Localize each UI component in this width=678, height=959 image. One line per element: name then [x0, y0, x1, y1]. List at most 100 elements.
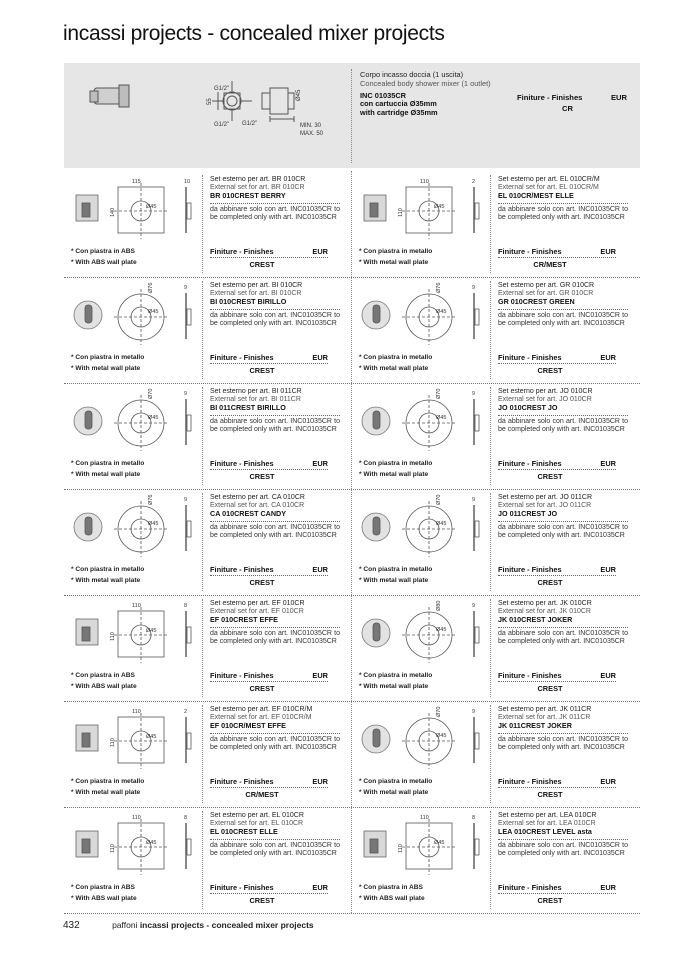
dimension-label: 110: [110, 632, 116, 641]
dimension-label: 9: [472, 497, 475, 503]
finishes-currency: EUR: [600, 565, 616, 574]
hero-dim-height: 55: [207, 98, 213, 105]
description-it: Set esterno per art. JK 011CR: [498, 706, 592, 713]
wall-plate-en: * With metal wall plate: [71, 576, 141, 584]
description-en: External set for art. EL 010CR/M: [498, 184, 599, 192]
page-title: incassi projects - concealed mixer proje…: [63, 22, 445, 45]
product-photo: [75, 724, 99, 752]
page-footer: 432 paffoni incassi projects - concealed…: [63, 920, 314, 931]
description-it: Set esterno per art. JO 011CR: [498, 494, 593, 501]
row-divider: [64, 489, 640, 490]
product-photo: [363, 830, 387, 858]
wall-plate-en: * With metal wall plate: [359, 682, 429, 690]
hero-info: Corpo incasso doccia (1 uscita) Conceale…: [360, 70, 491, 118]
wall-plate-en: * With metal wall plate: [71, 788, 141, 796]
finishes-currency: EUR: [312, 883, 328, 892]
row-divider: [64, 595, 640, 596]
dimension-label: 110: [420, 815, 429, 821]
description-en: External set for art. BR 010CR: [210, 184, 305, 192]
finishes-label: Finiture - Finishes: [498, 353, 562, 362]
dimension-label: 110: [420, 179, 429, 185]
product-photo: [361, 724, 391, 754]
product-photo: [73, 406, 103, 436]
wall-plate-it: * Con piastra in metallo: [71, 566, 145, 573]
finishes-currency: EUR: [312, 247, 328, 256]
finishes-value: CREST: [537, 366, 563, 375]
dimension-label: 9: [472, 391, 475, 397]
finishes-currency: EUR: [312, 353, 328, 362]
compatibility-note: da abbinare solo con art. INC01035CR to …: [498, 205, 628, 221]
wall-plate-note: * Con piastra in metallo* With metal wal…: [71, 353, 144, 374]
finishes-label: Finiture - Finishes: [498, 777, 562, 786]
dimension-label: 110: [132, 815, 141, 821]
dimension-label: Ø70: [436, 495, 442, 505]
dimension-label: 9: [472, 285, 475, 291]
hero-desc-it: Corpo incasso doccia (1 uscita): [360, 70, 464, 79]
dimension-label: 9: [184, 391, 187, 397]
wall-plate-note: * Con piastra in ABS* With ABS wall plat…: [71, 671, 137, 692]
product-code: LEA 010CREST LEVEL asta: [498, 828, 628, 840]
hero-code: INC 01035CR: [360, 90, 407, 100]
compatibility-note: da abbinare solo con art. INC01035CR to …: [210, 523, 340, 539]
compatibility-note: da abbinare solo con art. INC01035CR to …: [498, 735, 628, 751]
dimension-label: 110: [132, 709, 141, 715]
finishes-currency: EUR: [600, 459, 616, 468]
description-it: Set esterno per art. CA 010CR: [210, 494, 305, 501]
wall-plate-note: * Con piastra in metallo* With metal wal…: [359, 353, 432, 374]
wall-plate-en: * With metal wall plate: [359, 364, 429, 372]
finishes-value: CREST: [249, 472, 275, 481]
dimension-label: 2: [472, 179, 475, 185]
dimension-label: Ø45: [146, 204, 156, 210]
compatibility-note: da abbinare solo con art. INC01035CR to …: [210, 841, 340, 857]
row-divider: [64, 383, 640, 384]
finishes-label: Finiture - Finishes: [210, 777, 274, 786]
finishes-value: CREST: [537, 684, 563, 693]
page-number: 432: [63, 920, 80, 931]
wall-plate-en: * With metal wall plate: [71, 470, 141, 478]
finishes-currency: EUR: [600, 777, 616, 786]
dimension-label: Ø45: [146, 840, 156, 846]
hero-desc-en: Concealed body shower mixer (1 outlet): [360, 78, 491, 88]
product-code: JK 010CREST JOKER: [498, 616, 628, 628]
finishes-label: Finiture - Finishes: [210, 247, 274, 256]
dimension-label: Ø45: [146, 628, 156, 634]
wall-plate-it: * Con piastra in ABS: [359, 884, 423, 891]
dimension-label: 8: [472, 815, 475, 821]
finishes-currency: EUR: [312, 777, 328, 786]
finishes-label: Finiture - Finishes: [210, 671, 274, 680]
hero-dim-diameter: Ø45: [296, 89, 302, 101]
finishes-header: Finiture - Finishes EUR: [210, 777, 328, 788]
wall-plate-note: * Con piastra in metallo * With metal wal…: [71, 565, 144, 586]
description-it: Set esterno per art. LEA 010CR: [498, 812, 597, 819]
wall-plate-en: * With ABS wall plate: [71, 894, 137, 902]
hero-dim-max: MAX. 50: [300, 131, 324, 137]
finishes-currency: EUR: [600, 247, 616, 256]
wall-plate-it: * Con piastra in metallo: [71, 460, 145, 467]
dimension-label: 9: [472, 709, 475, 715]
product-code: GR 010CREST GREEN: [498, 298, 628, 310]
finishes-currency: EUR: [600, 671, 616, 680]
dimension-label: 110: [132, 603, 141, 609]
product-photo: [361, 512, 391, 542]
dimension-label: 110: [398, 208, 404, 217]
finishes-label: Finiture - Finishes: [210, 883, 274, 892]
wall-plate-en: * With metal wall plate: [359, 470, 429, 478]
description-en: External set for art. BI 011CR: [210, 396, 301, 404]
